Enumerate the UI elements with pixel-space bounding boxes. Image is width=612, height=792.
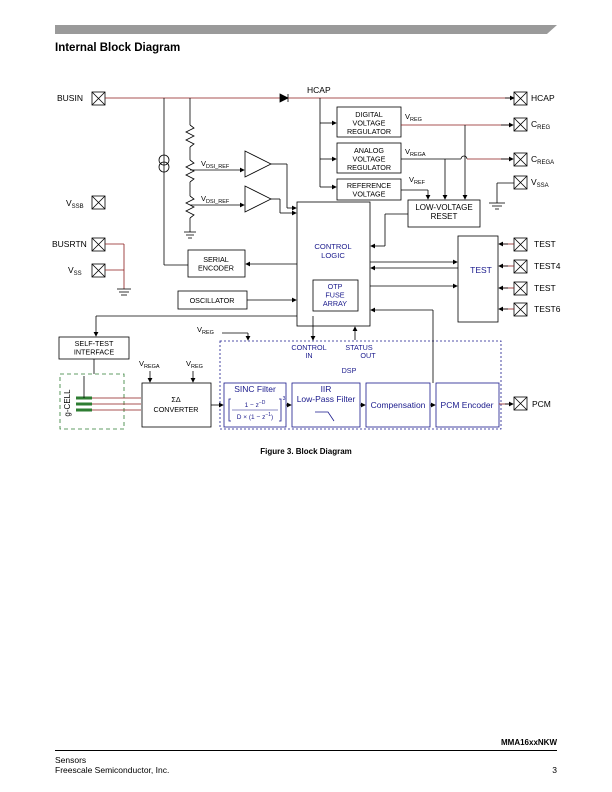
pin-test-d <box>513 302 528 317</box>
pin-label-busrtn: BUSRTN <box>52 239 87 249</box>
sinc-filter-label: SINC Filter <box>234 384 276 394</box>
document-id: MMA16xxNKW <box>500 738 557 747</box>
footer-company: Freescale Semiconductor, Inc. <box>55 765 170 775</box>
dsp-boundary <box>219 340 502 430</box>
label-vrega-converter: VREGA <box>139 359 160 370</box>
node-label-hcap: HCAP <box>307 85 331 95</box>
footer-category: Sensors <box>55 755 87 765</box>
section-title: Internal Block Diagram <box>55 42 181 54</box>
figure-caption: Figure 3. Block Diagram <box>260 447 352 456</box>
test-block <box>457 235 499 323</box>
pin-crega <box>513 152 528 167</box>
page-number: 3 <box>552 765 557 775</box>
pin-vssa <box>513 175 528 190</box>
pin-pcm <box>513 396 528 411</box>
otp-fuse-array-block <box>312 279 359 312</box>
pin-label-hcap: HCAP <box>531 93 555 103</box>
low-voltage-reset-block <box>407 199 481 228</box>
pin-label-test-a: TEST <box>534 239 556 249</box>
pin-vss <box>91 263 106 278</box>
oscillator-label: OSCILLATOR <box>190 296 235 305</box>
digital-regulator-block <box>336 106 402 138</box>
label-vdsi-ref-bottom: VDSI_REF <box>201 194 230 205</box>
pin-label-creg: CREG <box>531 119 550 131</box>
analog-regulator-block <box>336 142 402 174</box>
serial-encoder-block <box>187 249 246 278</box>
compensation-label: Compensation <box>371 400 426 410</box>
sinc-denominator: D × (1 − z−1) <box>237 412 273 421</box>
dsp-label: DSP <box>342 366 357 375</box>
pin-label-vssa: VSSA <box>531 177 549 189</box>
pin-label-test-c: TEST <box>534 283 556 293</box>
pcm-encoder-block <box>435 382 500 428</box>
pin-test-c <box>513 281 528 296</box>
pcm-encoder-label: PCM Encoder <box>441 400 494 410</box>
g-cell-boundary <box>59 373 125 430</box>
label-vref: VREF <box>409 175 426 186</box>
footer-divider <box>55 750 557 751</box>
reference-voltage-block <box>336 178 402 201</box>
pin-label-crega: CREGA <box>531 154 554 166</box>
header-bar <box>55 25 557 34</box>
pin-hcap <box>513 91 528 106</box>
label-vreg-dsp: VREG <box>197 325 214 336</box>
pin-vssb <box>91 195 106 210</box>
converter-sigma-label: ΣΔ <box>171 395 180 404</box>
label-vreg-converter: VREG <box>186 359 203 370</box>
converter-label: CONVERTER <box>154 405 199 414</box>
pin-creg <box>513 117 528 132</box>
label-vdsi-ref-top: VDSI_REF <box>201 159 230 170</box>
sinc-power: 3 <box>283 396 286 402</box>
label-vrega: VREGA <box>405 147 426 158</box>
pin-busin <box>91 91 106 106</box>
pin-label-vssb: VSSB <box>66 198 84 210</box>
label-vreg: VREG <box>405 112 422 123</box>
pin-label-busin: BUSIN <box>57 93 83 103</box>
sinc-numerator: 1 − z−D <box>245 400 266 409</box>
pin-test-b <box>513 259 528 274</box>
pin-label-vss: VSS <box>68 265 82 277</box>
g-cell-label: g-CELL <box>63 389 72 417</box>
pin-label-test-d: TEST6 <box>534 304 561 314</box>
test-block-label: TEST <box>470 265 492 275</box>
pin-label-pcm: PCM <box>532 399 551 409</box>
pin-busrtn <box>91 237 106 252</box>
pin-test-a <box>513 237 528 252</box>
pin-label-test-b: TEST4 <box>534 261 561 271</box>
